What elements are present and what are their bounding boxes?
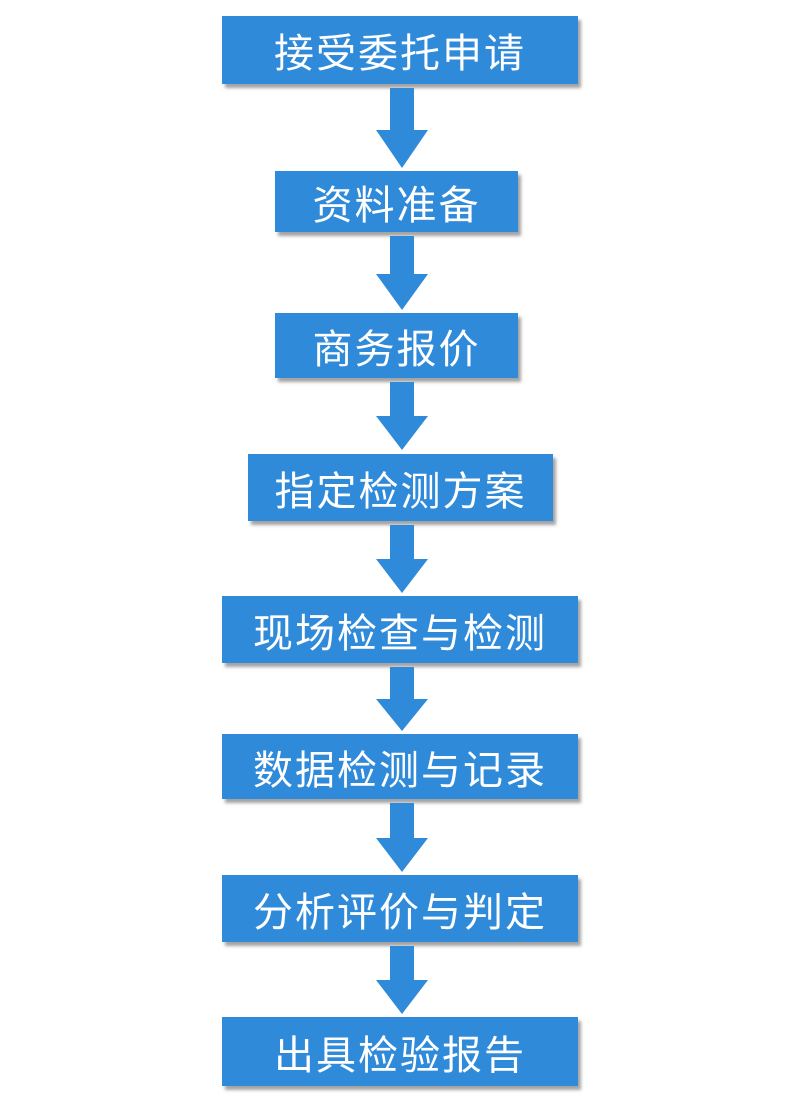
down-arrow-icon <box>376 88 428 168</box>
step-label: 接受委托申请 <box>274 31 526 77</box>
down-arrow-icon <box>376 382 428 450</box>
step-accept-application: 接受委托申请 <box>222 16 578 84</box>
down-arrow-icon <box>376 525 428 593</box>
down-arrow-icon <box>376 667 428 731</box>
step-label: 数据检测与记录 <box>253 747 547 794</box>
down-arrow-icon <box>376 803 428 872</box>
down-arrow-icon <box>376 946 428 1014</box>
down-arrow-icon <box>376 236 428 310</box>
step-label: 商务报价 <box>312 326 481 373</box>
step-label: 现场检查与检测 <box>253 610 547 657</box>
step-onsite-inspection: 现场检查与检测 <box>222 596 578 663</box>
step-business-quotation: 商务报价 <box>275 313 518 378</box>
step-label: 出具检验报告 <box>274 1032 526 1079</box>
step-label: 分析评价与判定 <box>253 889 547 936</box>
step-analysis-evaluation: 分析评价与判定 <box>222 875 578 942</box>
step-testing-plan: 指定检测方案 <box>248 454 553 521</box>
step-material-preparation: 资料准备 <box>275 171 518 232</box>
step-label: 资料准备 <box>312 182 481 229</box>
step-issue-report: 出具检验报告 <box>222 1017 578 1086</box>
step-label: 指定检测方案 <box>274 468 527 515</box>
step-data-recording: 数据检测与记录 <box>222 734 578 799</box>
